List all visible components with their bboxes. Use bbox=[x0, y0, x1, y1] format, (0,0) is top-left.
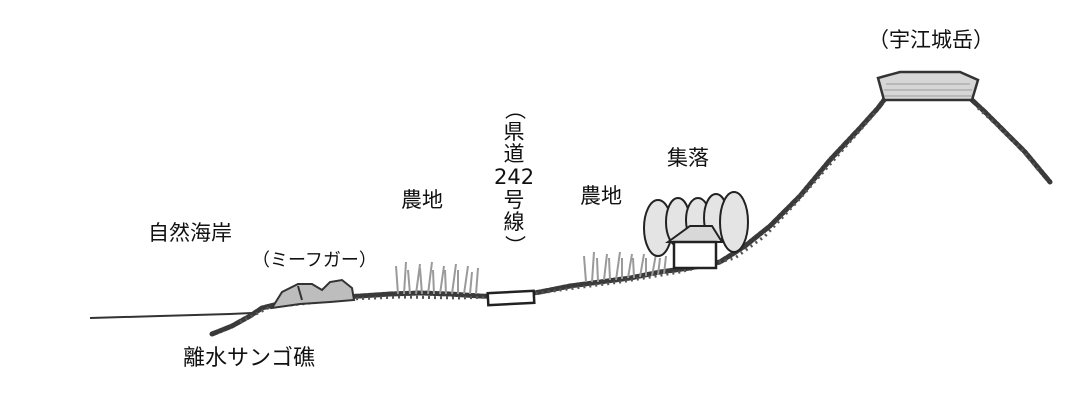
road-char-6: ） bbox=[502, 234, 527, 256]
label-reef: 離水サンゴ礁 bbox=[183, 346, 316, 371]
label-mountain: （宇江城岳） bbox=[868, 28, 994, 52]
label-natural-coast: 自然海岸 bbox=[148, 221, 232, 245]
label-prefectural-road: （ 県 道 242 号 線 ） bbox=[494, 98, 534, 257]
rock-crack bbox=[297, 285, 303, 301]
label-farmland-right: 農地 bbox=[580, 184, 622, 208]
village-house bbox=[664, 225, 724, 270]
road-char-0: （ bbox=[502, 98, 527, 120]
summit-plateau bbox=[876, 70, 980, 102]
road-char-5: 線 bbox=[503, 210, 525, 235]
road-block bbox=[486, 289, 536, 307]
road-char-1: 県 bbox=[503, 119, 525, 144]
ground-profile-texture bbox=[239, 106, 1042, 324]
road-char-4: 号 bbox=[503, 187, 525, 212]
road-char-3: 242 bbox=[494, 165, 535, 190]
label-farmland-left: 農地 bbox=[401, 188, 443, 212]
label-village: 集落 bbox=[667, 146, 709, 170]
farmland-left-grass bbox=[395, 261, 479, 295]
sea-level-line bbox=[89, 312, 253, 319]
farmland-right-grass bbox=[583, 251, 667, 283]
label-miifugaa: （ミーフガー） bbox=[252, 250, 377, 271]
road-char-2: 道 bbox=[503, 142, 525, 167]
rock-miifugaa bbox=[270, 278, 356, 310]
